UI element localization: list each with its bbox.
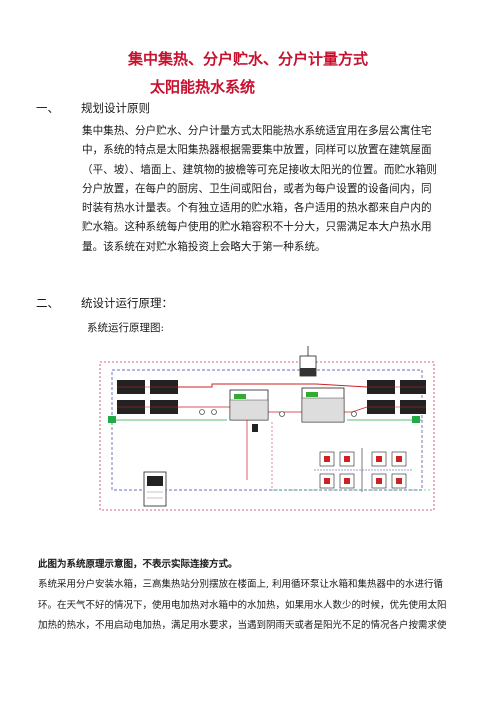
storage-tank-left bbox=[229, 389, 269, 421]
storage-tank-right bbox=[301, 387, 345, 423]
paragraph-line: 集中集热、分户贮水、分户计量方式太阳能热水系统适宜用在多层公寓住宅 bbox=[82, 125, 432, 137]
title-line-1: 集中集热、分户贮水、分户计量方式 bbox=[127, 50, 368, 68]
section-2-number: 二、 bbox=[36, 296, 59, 310]
hot-water-pipe bbox=[178, 383, 368, 388]
expansion-tank bbox=[299, 346, 317, 377]
paragraph-line: （平、坡）、墙面上、建筑物的披檐等可充足接收太阳光的位置。而贮水箱则 bbox=[82, 163, 437, 176]
pump-group bbox=[199, 409, 357, 432]
left-inlet-marker bbox=[108, 416, 116, 423]
paragraph-line: 量。该系统在对贮水箱投资上会略大于第一种系统。 bbox=[82, 240, 326, 253]
paragraph-line: 时装有热水计量表。个有独立适用的贮水箱，各户适用的热水都来自户内的 bbox=[82, 202, 432, 215]
right-collector-array bbox=[367, 380, 426, 414]
section-2-heading: 二、 统设计运行原理： bbox=[36, 295, 173, 311]
paragraph-line: 分户放置，在每户的厨房、卫生间或阳台，或者为每户设置的设备间内，同 bbox=[82, 182, 432, 195]
household-units bbox=[314, 448, 412, 492]
controller-cabinet bbox=[143, 471, 167, 507]
section-1-number: 一、 bbox=[36, 101, 59, 115]
right-inlet-marker bbox=[412, 416, 420, 423]
paragraph-line: 贮水箱。这种系统每户使用的贮水箱容积不十分大，只需满足本大户热水用 bbox=[82, 221, 432, 234]
section-2-paragraph: 系统采用分户安装水箱，三高集热站分別摆放在楼面上, 利用循环泵让水箱和集热器中的… bbox=[38, 575, 478, 637]
diagram-caption: 系统运行原理图: bbox=[87, 322, 165, 334]
section-1-title: 规划设计原则 bbox=[81, 101, 150, 115]
inner-dashed-loop bbox=[111, 369, 423, 491]
title-line-2: 太阳能热水系统 bbox=[150, 78, 256, 96]
paragraph-line: 加热的热水，不用启动电加热，满足用水要求，当遇到阴雨天或者是阳光不足的情况各户按… bbox=[38, 620, 447, 631]
system-schematic-diagram bbox=[99, 346, 435, 511]
section-2-title: 统设计运行原理： bbox=[81, 296, 173, 310]
section-1-heading: 一、 规划设计原则 bbox=[36, 100, 150, 116]
outer-dashed-loop bbox=[99, 361, 435, 511]
left-collector-array bbox=[117, 380, 178, 414]
paragraph-line: 环。在天气不好的情况下，使用电加热对水箱中的水加热，如果用水人数少的时候，优先使… bbox=[38, 599, 447, 611]
paragraph-line: 中，系统的特点是太阳集热器根据需要集中放置，同样可以放置在建筑屋面 bbox=[82, 144, 432, 157]
diagram-note: 此图为系统原理示意图，不表示实际连接方式。 bbox=[38, 559, 238, 570]
section-1-paragraph: 集中集热、分户贮水、分户计量方式太阳能热水系统适宜用在多层公寓住宅 中，系统的特… bbox=[82, 122, 462, 257]
paragraph-line: 系统采用分户安装水箱，三高集热站分別摆放在楼面上, 利用循环泵让水箱和集热器中的… bbox=[38, 579, 444, 590]
